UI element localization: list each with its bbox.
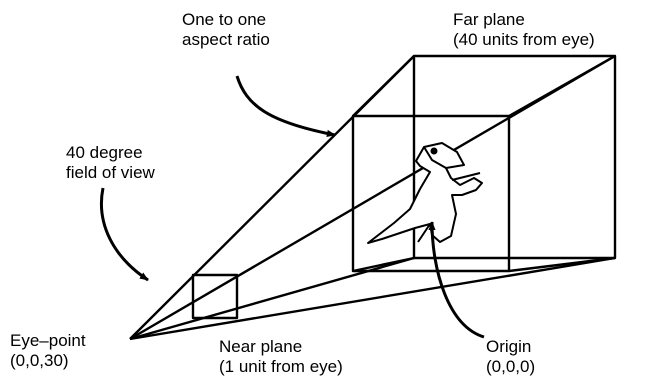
origin-label-line-2: (0,0,0) bbox=[486, 357, 536, 376]
aspect-ratio-label: One to one aspect ratio bbox=[182, 10, 270, 50]
near-plane-label-line-2: (1 unit from eye) bbox=[219, 357, 343, 376]
field-of-view-arrow bbox=[100, 187, 149, 282]
far-plane-label-line-2: (40 units from eye) bbox=[453, 30, 595, 49]
eye-point-label-line-2: (0,0,30) bbox=[10, 351, 69, 370]
connector-top-left bbox=[352, 55, 415, 117]
frustum-edge-bottom-right bbox=[129, 256, 616, 341]
label-arrows bbox=[100, 75, 485, 339]
dinosaur-eye bbox=[430, 147, 438, 155]
field-of-view-label-line-1: 40 degree bbox=[66, 143, 143, 162]
connector-top-right bbox=[508, 54, 616, 118]
frustum bbox=[129, 54, 617, 341]
dinosaur-arm bbox=[451, 172, 481, 181]
frustum-edge-top-right bbox=[129, 54, 616, 341]
dinosaur-figure bbox=[367, 142, 483, 244]
dinosaur-jaw-line bbox=[423, 146, 447, 169]
aspect-ratio-label-line-2: aspect ratio bbox=[182, 30, 270, 49]
origin-label: Origin (0,0,0) bbox=[486, 337, 535, 377]
origin-arrow bbox=[428, 221, 485, 339]
connector-bottom-left bbox=[352, 256, 415, 273]
origin-label-line-1: Origin bbox=[486, 337, 532, 356]
field-of-view-label: 40 degree field of view bbox=[66, 143, 155, 183]
near-plane-label-line-1: Near plane bbox=[219, 337, 303, 356]
aspect-ratio-label-line-1: One to one bbox=[182, 10, 267, 29]
connector-bottom-right bbox=[508, 256, 616, 273]
dinosaur-body bbox=[367, 142, 483, 244]
near-plane-rect bbox=[191, 273, 239, 320]
far-plane-label-line-1: Far plane bbox=[453, 10, 525, 29]
eye-point-label: Eye–point (0,0,30) bbox=[10, 331, 86, 371]
aspect-ratio-arrow bbox=[235, 75, 336, 137]
near-plane-label: Near plane (1 unit from eye) bbox=[219, 337, 343, 377]
field-of-view-label-line-2: field of view bbox=[66, 163, 155, 182]
eye-point-label-line-1: Eye–point bbox=[10, 331, 86, 350]
dinosaur-back-leg bbox=[417, 223, 431, 243]
far-plane-label: Far plane (40 units from eye) bbox=[453, 10, 595, 50]
